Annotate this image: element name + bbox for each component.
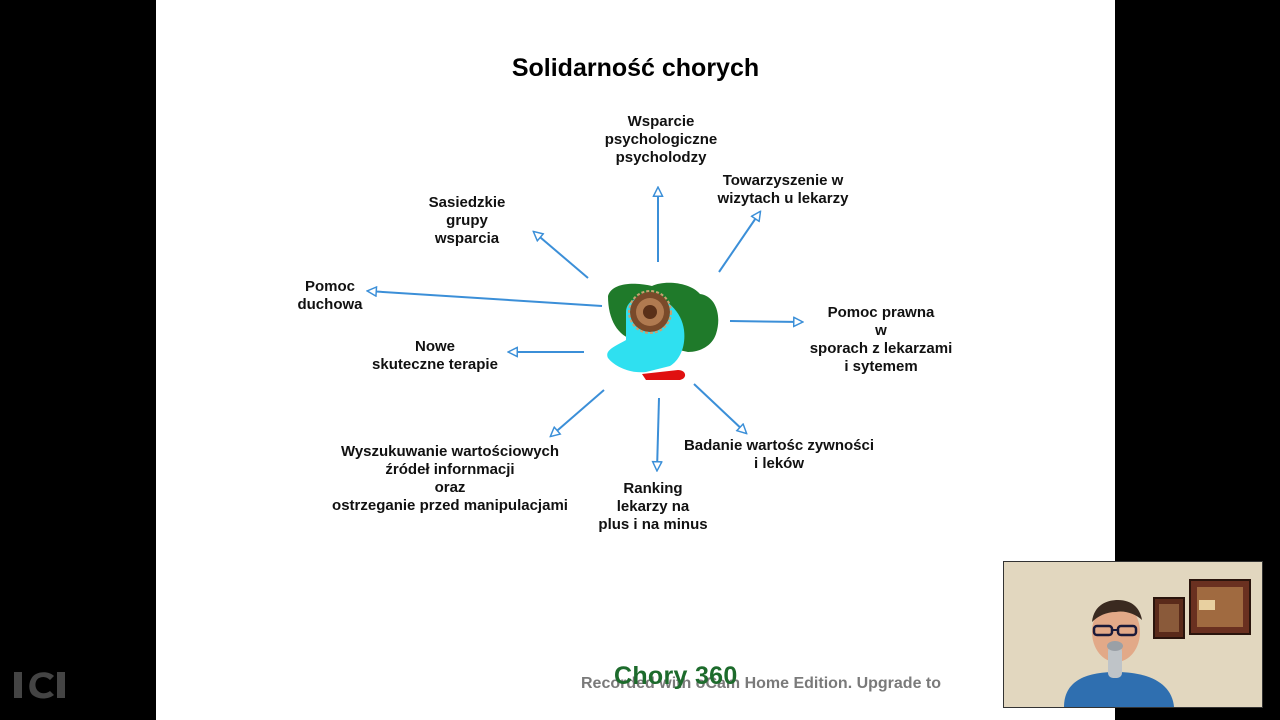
arrow-bottom-right [694,384,746,433]
arrow-left [368,291,602,306]
corner-logo [12,668,68,702]
patient-head-illustration [607,283,718,380]
arrow-right [730,321,802,322]
arrow-bottom [657,398,659,470]
webcam-scene [1004,562,1262,707]
arrow-top-right [719,212,760,272]
brand-logo-text: Chory 360 [614,662,738,691]
logo-mark-icon [12,668,68,702]
arrow-bottom-left [551,390,604,436]
arrow-top-left [534,232,588,278]
webcam-overlay [1003,561,1263,708]
arrows-layer [156,0,1115,720]
